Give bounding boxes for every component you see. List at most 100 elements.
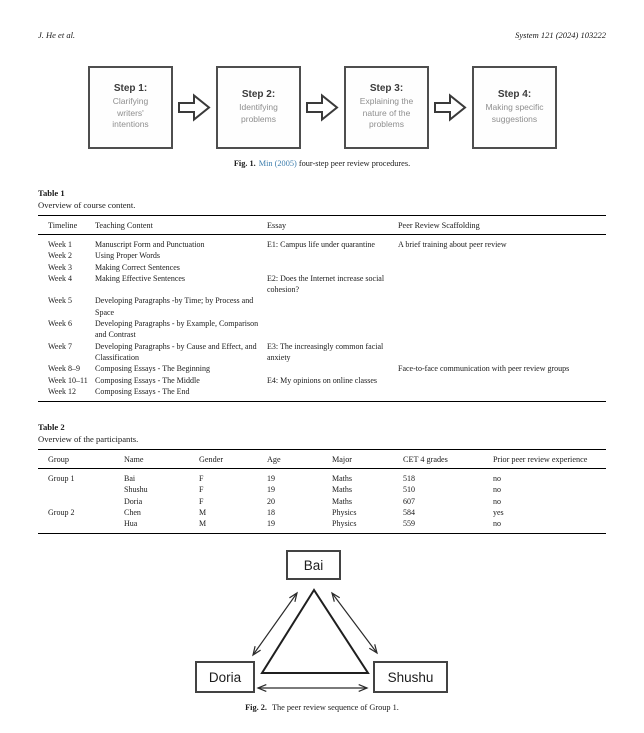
cell-scaffolding bbox=[398, 375, 606, 386]
cell-name: Hua bbox=[124, 519, 138, 529]
cell-timeline: Week 10–11 bbox=[48, 375, 88, 385]
step4-title: Step 4: bbox=[497, 89, 532, 100]
cell-timeline: Week 12 bbox=[48, 386, 77, 396]
cell-scaffolding bbox=[398, 250, 606, 261]
cell-teaching: Using Proper Words bbox=[95, 251, 160, 261]
cell-timeline: Week 4 bbox=[48, 273, 73, 283]
cell-essay bbox=[267, 295, 398, 318]
cell-essay bbox=[267, 363, 398, 374]
table1-section: Table 1 Overview of course content. Time… bbox=[38, 187, 606, 403]
cell-teaching: Developing Paragraphs - by Example, Comp… bbox=[95, 319, 259, 340]
table-row: Hua M 19 Physics 559 no bbox=[38, 518, 606, 534]
running-head-authors: J. He et al. bbox=[38, 30, 76, 40]
table2-col-group: Group bbox=[38, 449, 124, 469]
table1-col-essay: Essay bbox=[267, 215, 398, 235]
journal-reference: System 121 (2024) 103222 bbox=[515, 30, 606, 40]
table2-section: Table 2 Overview of the participants. Gr… bbox=[38, 421, 606, 535]
cell-teaching: Developing Paragraphs - by Cause and Eff… bbox=[95, 341, 257, 362]
cell-essay: E1: Campus life under quarantine bbox=[267, 240, 375, 249]
table2-header-row: Group Name Gender Age Major CET 4 grades… bbox=[38, 449, 606, 469]
cell-cet4: 559 bbox=[403, 519, 415, 529]
cell-age: 19 bbox=[267, 519, 275, 529]
table1: Timeline Teaching Content Essay Peer Rev… bbox=[38, 215, 606, 403]
figure2-caption-text: The peer review sequence of Group 1. bbox=[270, 703, 399, 712]
table1-col-teaching-content: Teaching Content bbox=[95, 215, 267, 235]
triangle-arrows-graphic bbox=[252, 588, 378, 692]
figure1-caption-label: Fig. 1. bbox=[233, 159, 256, 168]
table1-label: Table 1 bbox=[38, 188, 65, 198]
cell-gender: F bbox=[199, 485, 204, 495]
cell-essay: E2: Does the Internet increase social co… bbox=[267, 273, 385, 295]
step1-box: Step 1: Clarifying writers' intentions bbox=[88, 65, 173, 149]
table-row: Week 7 Developing Paragraphs - by Cause … bbox=[38, 341, 606, 364]
cell-scaffolding bbox=[398, 386, 606, 402]
cell-scaffolding: Face-to-face communication with peer rev… bbox=[398, 364, 570, 374]
cell-age: 18 bbox=[267, 507, 275, 517]
cell-cet4: 584 bbox=[403, 507, 415, 517]
cell-gender: M bbox=[199, 507, 207, 517]
table-row: Week 12 Composing Essays - The End bbox=[38, 386, 606, 402]
node-doria-label: Doria bbox=[208, 669, 242, 685]
cell-group bbox=[38, 484, 124, 495]
cell-essay bbox=[267, 386, 398, 402]
table-row: Week 1 Manuscript Form and Punctuation E… bbox=[38, 235, 606, 251]
cell-group: Group 2 bbox=[48, 507, 75, 517]
node-doria: Doria bbox=[195, 661, 255, 693]
step3-title: Step 3: bbox=[369, 83, 404, 95]
cell-teaching: Composing Essays - The Middle bbox=[95, 375, 200, 385]
cell-essay bbox=[267, 250, 398, 261]
cell-scaffolding bbox=[398, 273, 606, 296]
cell-timeline: Week 3 bbox=[48, 262, 73, 272]
cell-teaching: Manuscript Form and Punctuation bbox=[95, 240, 205, 249]
cell-essay bbox=[267, 262, 398, 273]
node-bai-label: Bai bbox=[303, 557, 324, 573]
citation-link-min-2005[interactable]: Min (2005) bbox=[258, 159, 297, 168]
table2-col-gender: Gender bbox=[199, 449, 267, 469]
cell-timeline: Week 2 bbox=[48, 251, 73, 261]
table-row: Week 8–9 Composing Essays - The Beginnin… bbox=[38, 363, 606, 374]
cell-name: Bai bbox=[124, 474, 136, 483]
cell-major: Maths bbox=[332, 474, 352, 483]
cell-experience: no bbox=[493, 485, 501, 495]
cell-teaching: Making Effective Sentences bbox=[95, 273, 186, 283]
table2-caption: Overview of the participants. bbox=[38, 434, 139, 444]
cell-major: Physics bbox=[332, 519, 357, 529]
step1-desc: Clarifying writers' intentions bbox=[112, 96, 149, 130]
figure1-caption: Fig. 1.Min (2005) four-step peer review … bbox=[0, 159, 644, 168]
cell-timeline: Week 1 bbox=[48, 240, 73, 249]
cell-timeline: Week 7 bbox=[48, 341, 73, 351]
cell-age: 20 bbox=[267, 496, 275, 506]
cell-timeline: Week 6 bbox=[48, 319, 73, 329]
cell-name: Doria bbox=[124, 496, 143, 506]
step2-title: Step 2: bbox=[241, 89, 276, 100]
cell-age: 19 bbox=[267, 485, 275, 495]
step3-box: Step 3: Explaining the nature of the pro… bbox=[344, 65, 429, 149]
cell-essay bbox=[267, 318, 398, 341]
step3-desc: Explaining the nature of the problems bbox=[359, 96, 414, 130]
cell-experience: no bbox=[493, 496, 501, 506]
cell-teaching: Composing Essays - The End bbox=[95, 386, 190, 396]
cell-group bbox=[38, 496, 124, 507]
cell-teaching: Developing Paragraphs -by Time; by Proce… bbox=[95, 296, 254, 317]
cell-age: 19 bbox=[267, 474, 275, 483]
cell-scaffolding bbox=[398, 295, 606, 318]
cell-experience: yes bbox=[493, 507, 504, 517]
table2-col-cet4: CET 4 grades bbox=[403, 449, 493, 469]
step4-box: Step 4: Making specific suggestions bbox=[472, 65, 557, 149]
cell-essay: E4: My opinions on online classes bbox=[267, 375, 377, 385]
table2-col-major: Major bbox=[332, 449, 403, 469]
running-header: J. He et al. System 121 (2024) 103222 bbox=[38, 30, 606, 40]
right-block-arrow-icon bbox=[173, 92, 216, 122]
table-row: Group 1 Bai F 19 Maths 518 no bbox=[38, 469, 606, 485]
table1-header-row: Timeline Teaching Content Essay Peer Rev… bbox=[38, 215, 606, 235]
cell-teaching: Composing Essays - The Beginning bbox=[95, 364, 210, 374]
figure1-caption-text: four-step peer review procedures. bbox=[296, 159, 411, 168]
table1-col-scaffolding: Peer Review Scaffolding bbox=[398, 215, 606, 235]
figure1-flow-diagram: Step 1: Clarifying writers' intentions S… bbox=[88, 64, 558, 150]
right-block-arrow-icon bbox=[301, 92, 344, 122]
node-shushu-label: Shushu bbox=[387, 669, 434, 685]
cell-teaching: Making Correct Sentences bbox=[95, 262, 180, 272]
table-row: Shushu F 19 Maths 510 no bbox=[38, 484, 606, 495]
cell-group: Group 1 bbox=[48, 474, 75, 483]
step2-box: Step 2: Identifying problems bbox=[216, 65, 301, 149]
